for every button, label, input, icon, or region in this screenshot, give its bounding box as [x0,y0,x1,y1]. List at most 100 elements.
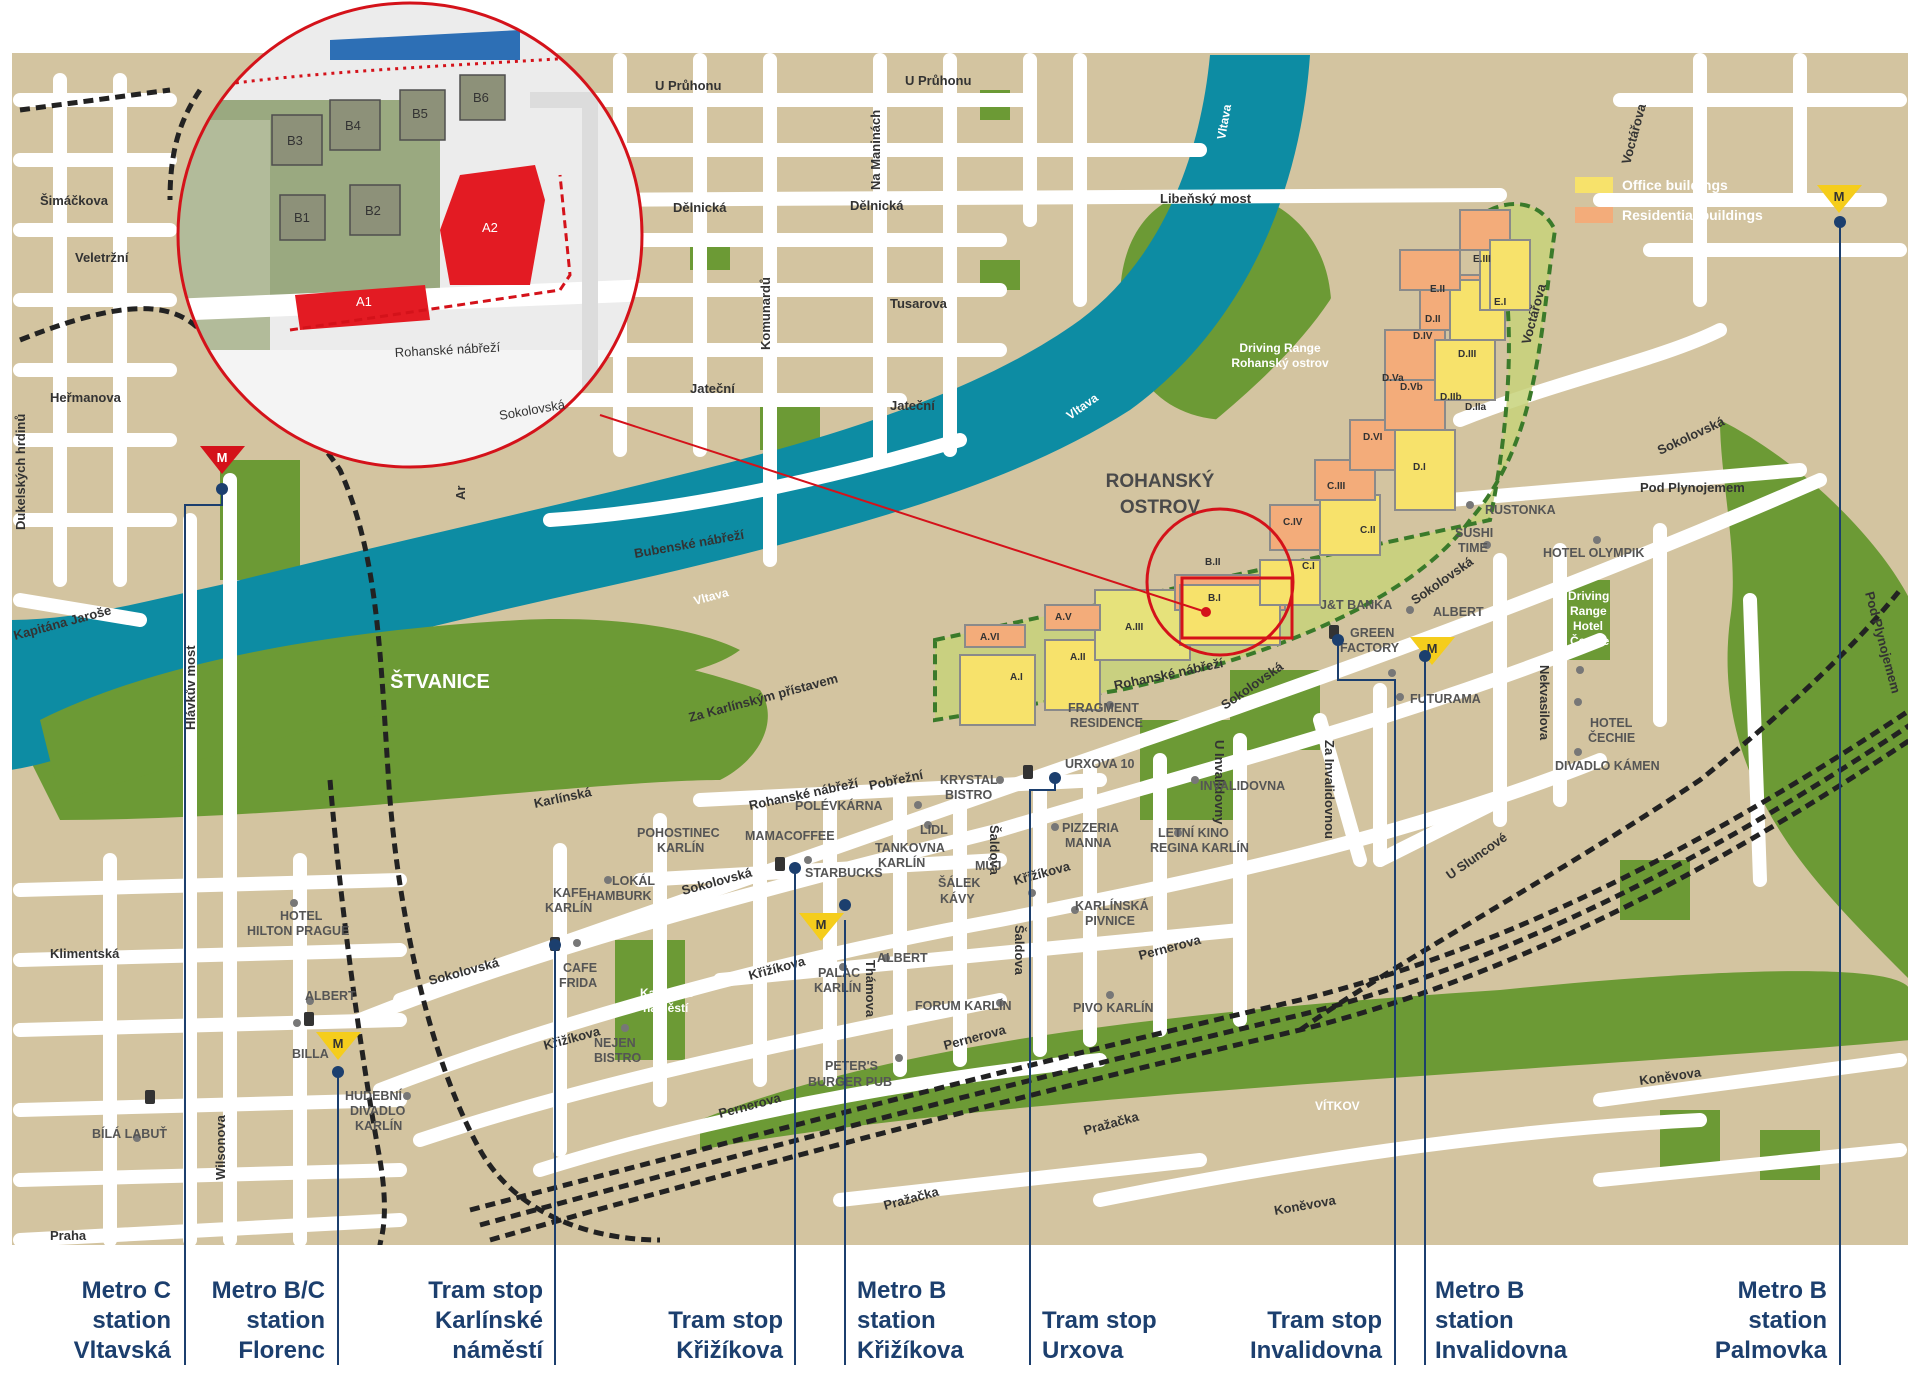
street-saldova-2: Šaldova [1012,925,1027,976]
street-praha: Praha [50,1228,87,1243]
poi-markers [133,501,1601,1142]
poi-nejen-1: NEJEN [594,1036,636,1050]
poi-lidl: LIDL [920,823,948,837]
street-hlavkuv-most: Hlávkův most [183,645,198,730]
poi-sushi-2: TIME [1458,541,1488,555]
station-krizikova-metro[interactable]: Metro B station Křižíkova [857,1276,964,1366]
plot-c1: C.I [1302,561,1315,572]
station-urxova-line1: Tram stop [1042,1307,1157,1334]
station-vltavska-line2: station [92,1307,171,1334]
poi-palac-2: KARLÍN [814,980,861,995]
poi-pivnice-2: PIVNICE [1085,914,1135,928]
station-vltavska-line1: Metro C [81,1277,171,1304]
street-delnicka-2: Dělnická [850,198,904,213]
poi-fragment-2: RESIDENCE [1070,716,1143,730]
station-invalidovna-metro[interactable]: Metro B station Invalidovna [1435,1276,1567,1366]
plot-d5a: D.Va [1382,373,1404,384]
inset-zoom: B3 B4 B5 B6 B1 B2 A2 A1 Rohanské nábřeží… [176,1,644,469]
plot-e1: E.I [1494,297,1506,308]
poi-polevkarna: POLÉVKÁRNA [795,798,883,813]
inset-b1: B1 [294,210,310,225]
plot-a5: A.V [1055,612,1072,623]
connector-line [599,414,1207,613]
river-label-1: Vltava [1214,103,1234,141]
poi-peters-2: BURGER PUB [808,1075,892,1089]
plot-b1: B.I [1208,593,1221,604]
poi-hudebni-2: DIVADLO [350,1104,406,1118]
driving-range-line2: Rohanský ostrov [1231,356,1329,370]
street-tusarova: Tusarova [890,296,948,311]
inset-b3: B3 [287,133,303,148]
poi-rustonka: RUSTONKA [1485,503,1556,517]
railways [19,87,1908,1245]
poi-driving-hotel-2: Range [1570,604,1607,618]
poi-cafe-frida-2: FRIDA [559,976,597,990]
inset-b2: B2 [365,203,381,218]
plot-c4: C.IV [1283,517,1303,528]
poi-karlinske-2: náměstí [643,1001,689,1015]
station-palmovka-line1: Metro B [1737,1277,1827,1304]
poi-hotel-cechie-2: ČECHIE [1588,730,1635,745]
poi-krystal-1: KRYSTAL [940,773,998,787]
poi-futurama: FUTURAMA [1410,692,1481,706]
station-karlinske-namesti[interactable]: Tram stop Karlínské náměstí [428,1276,543,1366]
inset-b5: B5 [412,106,428,121]
station-invalidovna-tram[interactable]: Tram stop Invalidovna [1250,1306,1382,1366]
station-krizikova-tram[interactable]: Tram stop Křižíkova [668,1306,783,1366]
poi-nejen-2: BISTRO [594,1051,642,1065]
station-karlinske-line1: Tram stop [428,1277,543,1304]
station-urxova-line2: Urxova [1042,1337,1124,1364]
street-simackova: Šimáčkova [40,193,109,208]
street-u-pruhonu-1: U Průhonu [655,78,721,93]
station-invalidovna-metro-line2: station [1435,1307,1514,1334]
poi-lokal-1: LOKÁL [612,873,655,888]
poi-hudebni-1: HUDEBNÍ [345,1088,402,1103]
inset-a1: A1 [356,294,372,309]
station-florenc-line2: station [246,1307,325,1334]
street-na-maninach: Na Maninách [868,110,883,190]
station-vltavska[interactable]: Metro C station Vltavská [74,1276,171,1366]
poi-krystal-2: BISTRO [945,788,993,802]
plot-a6: A.VI [980,632,1000,643]
area-vitkov: VÍTKOV [1315,1098,1360,1113]
poi-sushi-1: SUSHI [1455,526,1493,540]
station-florenc[interactable]: Metro B/C station Florenc [212,1276,325,1366]
street-pod-plynojemem-1: Pod Plynojemem [1640,480,1745,495]
poi-divadlo-kamen: DIVADLO KÁMEN [1555,758,1660,773]
inset-a2: A2 [482,220,498,235]
metro-badges [200,185,1862,1060]
inset-b4: B4 [345,118,361,133]
street-network [13,53,1907,1245]
station-dots [216,216,1846,1078]
poi-hilton-1: HOTEL [280,909,323,923]
plot-b2: B.II [1205,557,1221,568]
station-palmovka-line2: station [1748,1307,1827,1334]
poi-muj-salek-1: MŮJ [975,857,1001,873]
station-krizikova-tram-line2: Křižíkova [676,1337,783,1364]
poi-hudebni-3: KARLÍN [355,1118,402,1133]
area-stvanice: ŠTVANICE [390,669,490,693]
station-urxova[interactable]: Tram stop Urxova [1042,1306,1157,1366]
driving-range-line1: Driving Range [1239,341,1321,355]
station-florenc-line1: Metro B/C [211,1277,325,1304]
poi-tankovna-1: TANKOVNA [875,841,945,855]
station-palmovka[interactable]: Metro B station Palmovka [1715,1276,1827,1366]
metro-badge-krizikova: M [816,917,827,932]
street-saldova-1: Šaldova [987,825,1002,876]
poi-billa: BILLA [292,1047,329,1061]
legend [1575,177,1613,223]
vltava-river [12,55,1310,770]
poi-pizzeria-2: MANNA [1065,836,1112,850]
street-thamova: Thámova [863,960,878,1018]
street-argentinska: Ar [453,486,468,500]
plot-a1: A.I [1010,672,1023,683]
poi-albert-2: ALBERT [877,951,928,965]
street-wilsonova: Wilsonova [213,1114,228,1180]
street-urxova: URXOVA 10 [1065,757,1135,771]
plot-a3: A.III [1125,622,1144,633]
poi-palac-1: PALAC [818,966,860,980]
legend-office: Office buildings [1622,177,1728,193]
station-invalidovna-metro-line1: Metro B [1435,1277,1525,1304]
station-invalidovna-tram-line2: Invalidovna [1249,1337,1382,1364]
